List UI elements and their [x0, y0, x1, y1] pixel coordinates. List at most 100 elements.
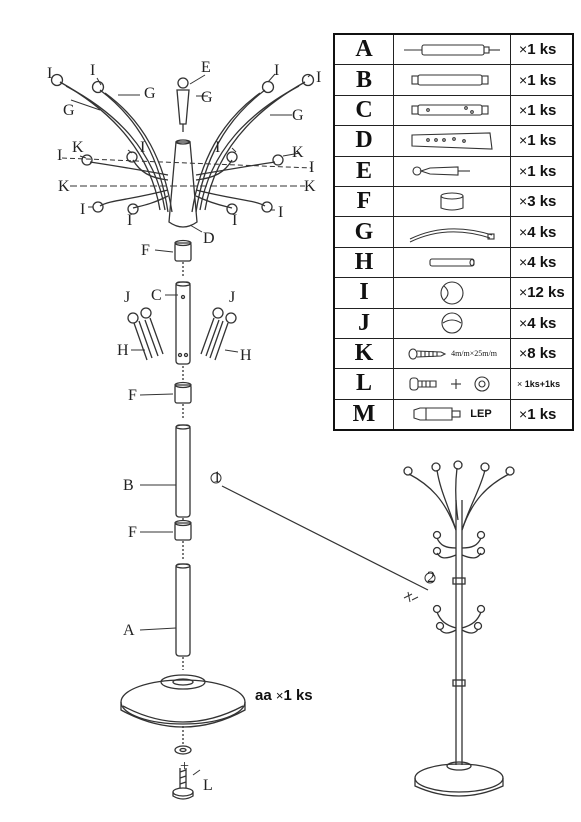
label-i: I: [47, 65, 52, 82]
ball-i: [272, 154, 284, 166]
arm-g-right-outer-2: [199, 85, 300, 211]
label-i: I: [57, 147, 62, 164]
label-j: J: [124, 289, 130, 306]
part-quantity: 3 ks: [527, 193, 557, 211]
assembled-coat-rack: [403, 460, 515, 797]
base-quantity-note: aa ×1 ks: [255, 687, 313, 704]
hook-right-2: [195, 195, 233, 209]
label-k: K: [304, 178, 316, 195]
hook-left-1: [99, 189, 169, 207]
tapered-tube-icon: [411, 132, 493, 150]
label-i: I: [140, 139, 145, 156]
ring-f-middle: [174, 381, 192, 420]
ball-i: [126, 151, 138, 163]
tube-c-assembly: [127, 281, 237, 382]
part-letter: L: [333, 368, 394, 400]
parts-row: G ×4 ks: [333, 216, 574, 248]
curved-arm-icon: [409, 228, 495, 243]
ball-i: [81, 154, 93, 166]
label-h: H: [240, 347, 252, 364]
label-g: G: [292, 107, 304, 124]
part-quantity: 4 ks: [527, 253, 557, 271]
part-letter: I: [333, 277, 394, 309]
ball-i: [92, 201, 104, 213]
arm-g-right-inner-2: [191, 92, 261, 213]
parts-row: B ×1 ks: [333, 64, 574, 96]
part-letter: G: [333, 216, 394, 248]
ball-i: [261, 201, 273, 213]
part-letter: K: [333, 337, 394, 370]
label-g: G: [144, 85, 156, 102]
parts-row: D ×1 ks: [333, 125, 574, 157]
base-quantity: 1 ks: [283, 687, 313, 704]
arm-g-right-inner: [195, 89, 266, 213]
ball-i: [226, 151, 238, 163]
ring-f-bottom: [174, 519, 192, 560]
step-indicator: 1 2: [210, 469, 436, 603]
finial-ball: [177, 77, 189, 89]
parts-row: C ×1 ks: [333, 94, 574, 127]
ball-j: [212, 307, 224, 319]
parts-list-table: A ×1 ks B ×1 ks C: [333, 33, 574, 432]
label-g: G: [201, 89, 213, 106]
part-quantity: 1 ks: [527, 41, 557, 59]
top-tube-d-cap: [175, 139, 191, 145]
label-h: H: [117, 342, 129, 359]
part-letter: F: [333, 185, 394, 218]
ball-j: [127, 312, 139, 324]
tube-c: [175, 281, 191, 365]
label-d: D: [203, 230, 215, 247]
part-letter: D: [333, 125, 394, 157]
large-ball-icon: [440, 281, 464, 305]
label-i: I: [316, 69, 321, 86]
ball-i: [91, 80, 105, 94]
part-quantity: 1 ks: [527, 101, 557, 119]
arm-g-left-inner: [99, 89, 169, 213]
part-letter: J: [333, 307, 394, 339]
step-2-number: 2: [427, 569, 435, 586]
parts-row: J ×4 ks: [333, 307, 574, 339]
arm-g-left-inner-2: [104, 92, 173, 213]
ball-i: [226, 203, 238, 215]
glue-tube-icon: [413, 407, 461, 421]
part-quantity: 1 ks: [527, 162, 557, 180]
ring-connector-icon: [440, 192, 464, 211]
small-ball-icon: [441, 312, 463, 334]
part-quantity: 1 ks: [527, 71, 557, 89]
label-i: I: [90, 62, 95, 79]
label-i: I: [232, 212, 237, 229]
label-e: E: [201, 59, 211, 76]
step-1-number: 1: [213, 469, 221, 486]
parts-row: K 4m/m×25m/m ×8 ks: [333, 337, 574, 370]
finial-icon: [412, 166, 470, 176]
hook-left-mid2: [132, 159, 169, 181]
part-quantity: 1ks+1ks: [524, 378, 561, 389]
label-f: F: [128, 387, 137, 404]
ball-i: [127, 203, 139, 215]
arm-g-left-outer-2: [65, 85, 166, 211]
tube-with-holes-icon: [411, 104, 489, 117]
label-plus: +: [180, 758, 189, 775]
diagram-labels: I I G G E G I I G I K I I K I K K I I I …: [47, 59, 321, 794]
part-quantity: 4 ks: [527, 314, 557, 332]
base-disc: [120, 674, 246, 728]
part-letter: E: [333, 155, 394, 187]
label-i: I: [127, 212, 132, 229]
glue-label: LEP: [470, 408, 492, 421]
hook-right-mid2: [195, 159, 233, 181]
label-a: A: [123, 622, 135, 639]
part-letter: B: [333, 64, 394, 96]
label-k: K: [292, 144, 304, 161]
hook-right-mid: [195, 161, 276, 176]
part-letter: A: [333, 33, 394, 66]
part-quantity: 8 ks: [527, 345, 557, 363]
label-b: B: [123, 477, 134, 494]
ball-j: [225, 312, 237, 324]
part-quantity: 1 ks: [527, 405, 557, 423]
parts-row: I ×12 ks: [333, 277, 574, 309]
part-quantity: 4 ks: [527, 223, 557, 241]
label-k: K: [58, 178, 70, 195]
part-letter: C: [333, 94, 394, 127]
label-g: G: [63, 102, 75, 119]
label-f: F: [128, 524, 137, 541]
